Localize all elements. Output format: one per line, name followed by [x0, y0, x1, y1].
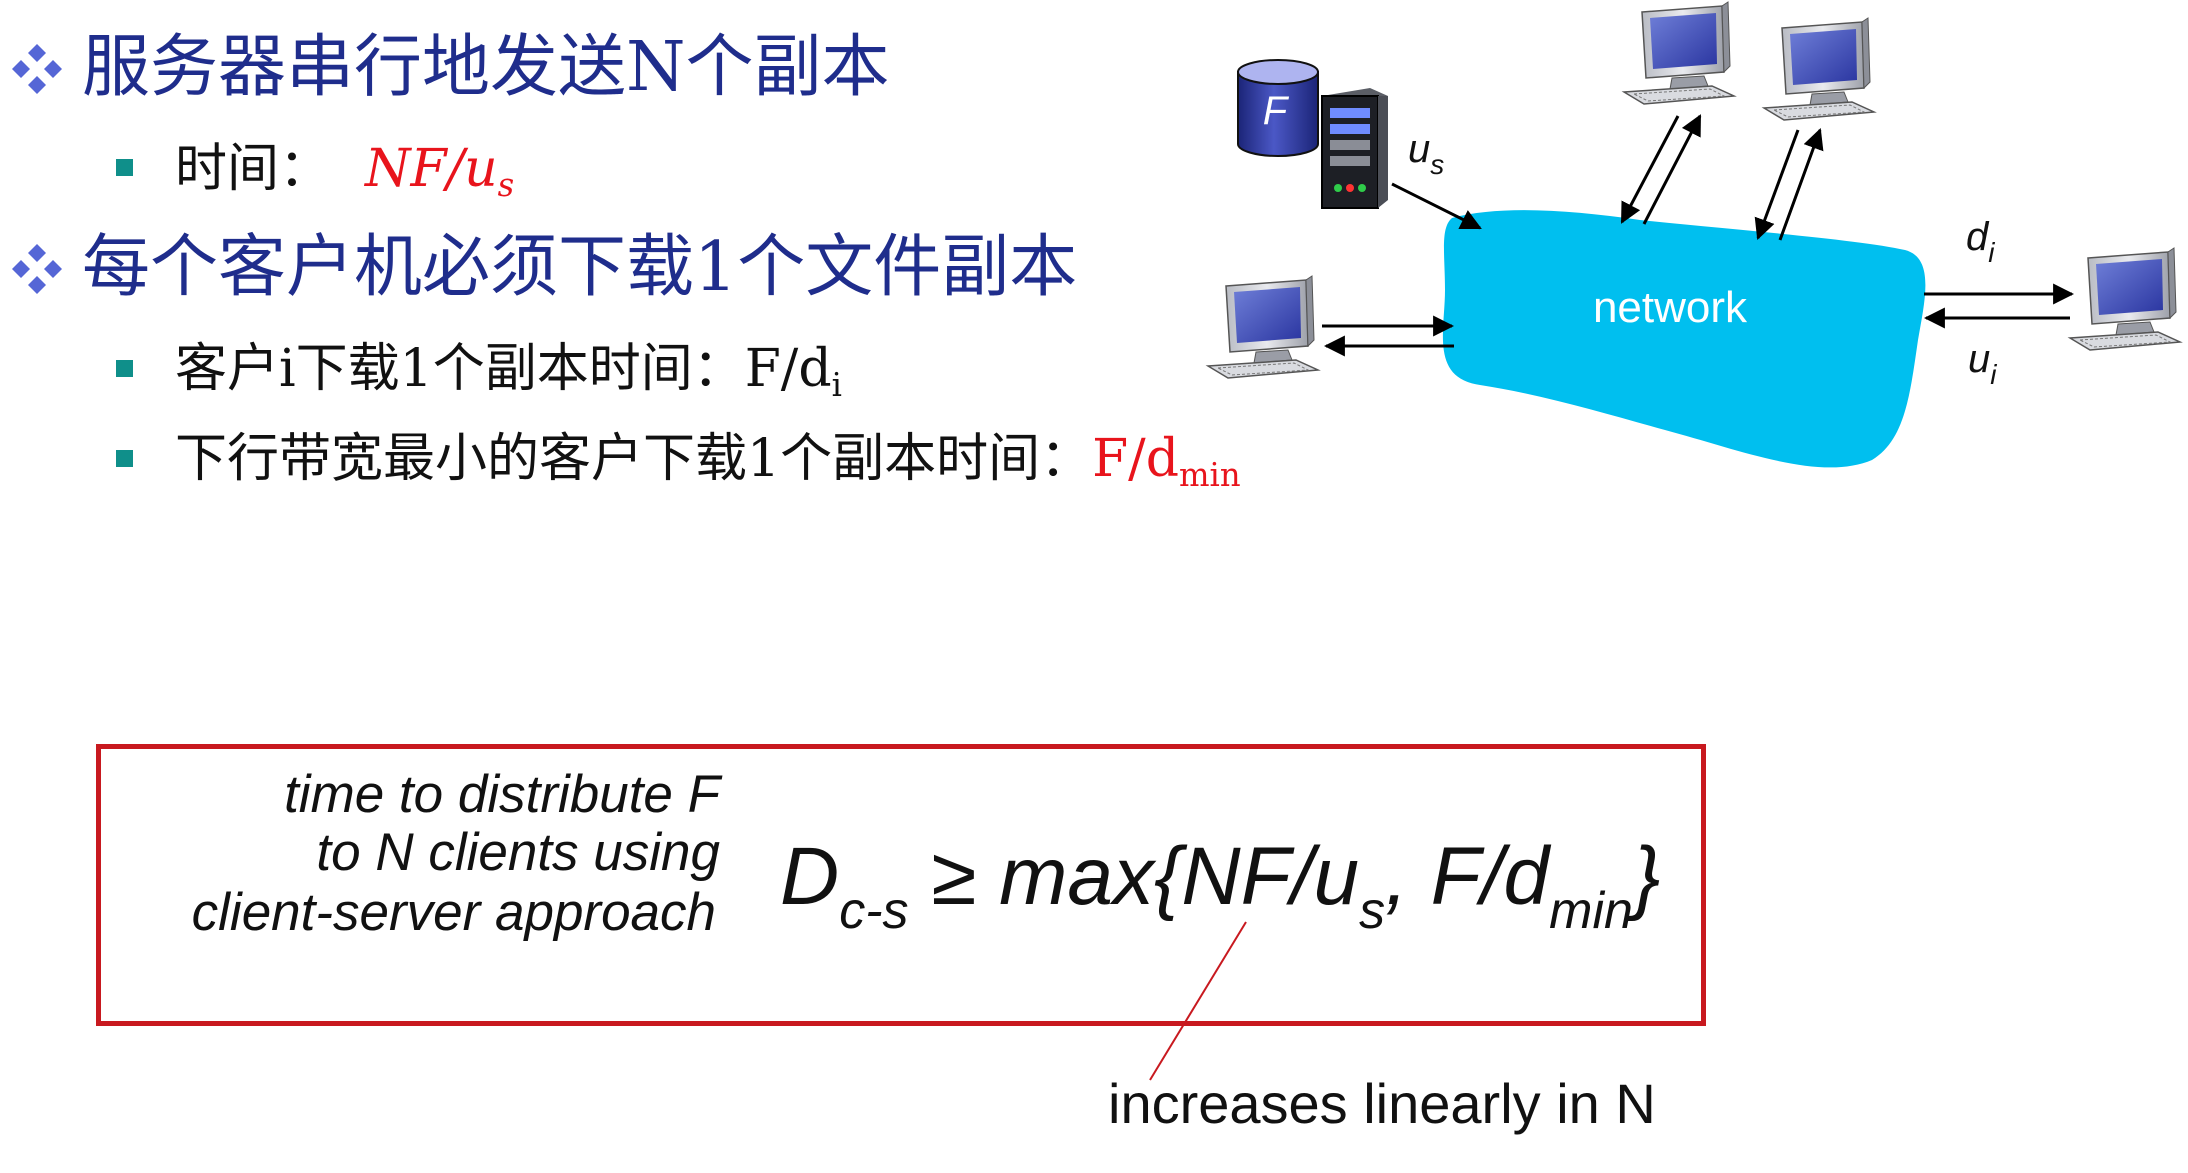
formula-box — [96, 744, 1706, 1026]
download-arrow — [1620, 115, 1680, 224]
value-main: F/d — [1092, 429, 1179, 489]
bullet-2-sub-2-label: 下行带宽最小的客户下载1个副本时间： — [175, 429, 1093, 489]
value-main: F/d — [744, 339, 832, 399]
file-database-icon — [1237, 59, 1319, 157]
network-cloud — [1442, 210, 1926, 468]
formula-d-sub: c-s — [839, 882, 909, 940]
bullet-2-sub-1: 客户i下载1个副本时间：F/di — [175, 343, 842, 401]
client-computer-icon — [2069, 247, 2181, 351]
annotation-leader-line — [1149, 921, 1247, 1081]
formula-close: } — [1632, 831, 1661, 922]
label-sub: s — [1430, 149, 1444, 180]
client-download-label: di — [1966, 215, 1995, 268]
bullet-2-sub-2: 下行带宽最小的客户下载1个副本时间：F/dmin — [175, 433, 1241, 491]
client-computer-icon — [1623, 1, 1735, 105]
bullet-2-sub-1-label: 客户i下载1个副本时间： — [175, 339, 745, 399]
download-arrow — [1754, 129, 1800, 240]
bullet-1-sub-label: 时间： — [175, 139, 332, 199]
value-sub: s — [497, 166, 515, 205]
bullet-2-sub-2-value: F/dmin — [1092, 429, 1241, 491]
label-sub: i — [1988, 237, 1995, 268]
formula-us-sub: s — [1359, 882, 1386, 940]
box-note: time to distribute F to N clients using … — [100, 768, 720, 968]
bullet-1-sub-value: NF/us — [365, 139, 514, 201]
value-sub: min — [1178, 456, 1241, 495]
square-bullet-icon — [116, 360, 133, 377]
label-sub: i — [1990, 359, 1997, 390]
value-sub: i — [831, 366, 842, 405]
square-bullet-icon — [116, 159, 133, 176]
box-note-line-3: client-server approach — [191, 883, 716, 942]
bullet-2-text: 每个客户机必须下载1个文件副本 — [82, 228, 1078, 307]
diamond-bullet-icon — [12, 244, 62, 294]
file-label: F — [1263, 89, 1290, 133]
client-computer-icon — [1763, 17, 1875, 121]
client-computer-icon — [1207, 275, 1319, 379]
upload-arrow — [1778, 128, 1824, 241]
bullet-2-sub-1-value: F/di — [744, 339, 842, 401]
label-main: u — [1408, 127, 1430, 171]
server-icon — [1321, 88, 1388, 209]
box-note-line-2: to N clients using — [316, 823, 720, 882]
square-bullet-icon — [116, 450, 133, 467]
bullet-1-sub: 时间：NF/us — [175, 143, 514, 201]
server-upload-label: us — [1408, 127, 1444, 180]
box-note-line-1: time to distribute F — [284, 765, 720, 824]
server-upload-arrow — [1391, 182, 1482, 230]
client-upload-label: ui — [1968, 337, 1997, 390]
formula-mid: , F/d — [1385, 831, 1550, 922]
linear-increase-annotation: increases linearly in N — [1108, 1072, 1656, 1135]
diamond-bullet-icon — [12, 44, 62, 94]
value-main: NF/u — [365, 139, 498, 199]
formula-d: D — [780, 831, 840, 922]
distribution-time-formula: Dc-s ≥ max{NF/us, F/dmin} — [780, 836, 1660, 938]
label-main: u — [1968, 337, 1990, 381]
label-main: d — [1966, 215, 1990, 259]
formula-relation: ≥ max{NF/u — [908, 831, 1360, 922]
network-label: network — [1593, 283, 1748, 332]
upload-arrow — [1642, 114, 1702, 225]
formula-dmin-sub: min — [1549, 882, 1633, 940]
bullet-1-text: 服务器串行地发送N个副本 — [82, 28, 890, 107]
